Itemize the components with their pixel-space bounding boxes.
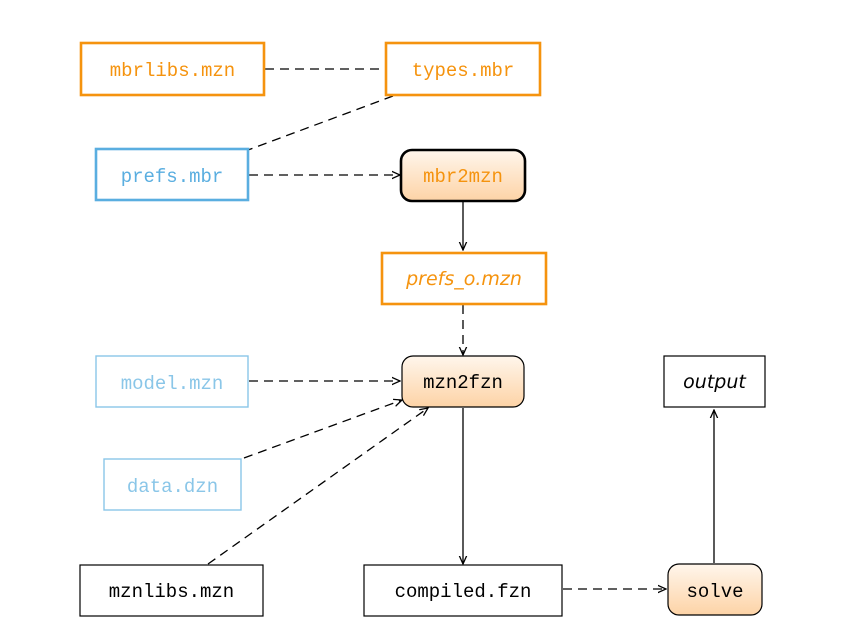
node-mbrlibs-label: mbrlibs.mzn xyxy=(110,60,235,82)
node-types-label: types.mbr xyxy=(412,60,515,82)
node-output-label: output xyxy=(683,371,747,393)
node-mzn2fzn-label: mzn2fzn xyxy=(423,372,503,394)
node-data: data.dzn xyxy=(103,458,242,511)
node-solve-label: solve xyxy=(686,581,743,603)
edges xyxy=(207,68,714,589)
node-mznlibs-label: mznlibs.mzn xyxy=(109,581,234,603)
node-data-label: data.dzn xyxy=(127,476,218,498)
node-mznlibs: mznlibs.mzn xyxy=(79,564,264,617)
node-compiled: compiled.fzn xyxy=(363,564,563,617)
node-compiled-label: compiled.fzn xyxy=(395,581,532,603)
node-prefs_o-label: prefs_o.mzn xyxy=(405,268,522,290)
node-mzn2fzn: mzn2fzn xyxy=(401,355,525,408)
node-model: model.mzn xyxy=(95,355,249,408)
node-output: output xyxy=(663,355,766,408)
edge-data-mzn2fzn xyxy=(243,400,402,459)
node-mbr2mzn-label: mbr2mzn xyxy=(423,166,503,188)
edge-types-prefs xyxy=(247,95,394,151)
node-mbrlibs: mbrlibs.mzn xyxy=(79,41,266,97)
node-model-label: model.mzn xyxy=(121,373,224,395)
node-mbr2mzn: mbr2mzn xyxy=(399,148,527,203)
node-prefs: prefs.mbr xyxy=(94,147,250,202)
node-prefs_o: prefs_o.mzn xyxy=(380,251,548,306)
node-solve: solve xyxy=(667,563,763,616)
node-types: types.mbr xyxy=(384,41,542,97)
node-prefs-label: prefs.mbr xyxy=(121,166,224,188)
